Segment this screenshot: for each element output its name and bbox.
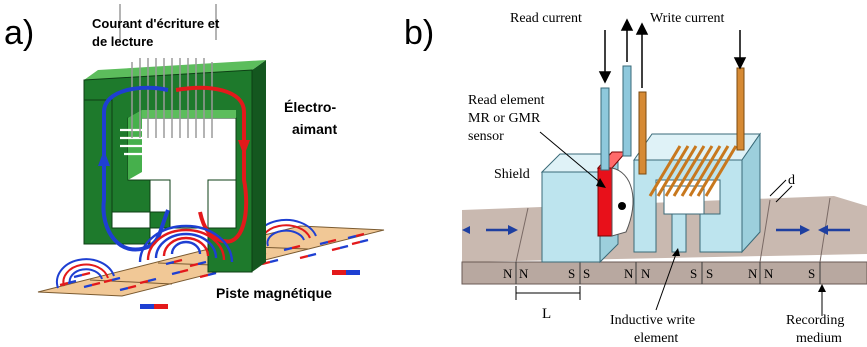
- current-arrows: [598, 18, 747, 88]
- read-lead: [600, 87, 610, 171]
- current-label-line2: de lecture: [92, 34, 153, 49]
- coil-wires: [120, 128, 232, 156]
- read-lead: [622, 65, 632, 157]
- dipole-indicator: [332, 270, 346, 275]
- read-element-leader: [539, 131, 603, 185]
- dipole-indicator: [140, 304, 154, 309]
- pole-label: S: [706, 266, 713, 281]
- electromagnet-label-line1: Électro-: [284, 99, 336, 115]
- core-top: [84, 60, 266, 80]
- track-divider: [89, 279, 173, 285]
- gap-marker: [769, 179, 793, 203]
- pole-label: N: [764, 266, 774, 281]
- magnetic-domains: [59, 232, 369, 292]
- flux-arrow-red: [238, 140, 250, 156]
- electromagnet-label-line2: aimant: [292, 121, 337, 137]
- inductive-leader: [655, 253, 677, 311]
- panel-a-letter: a): [4, 14, 34, 52]
- core-window-edge: [128, 110, 236, 118]
- write-lead: [736, 67, 745, 151]
- pole-label: S: [808, 266, 815, 281]
- panel-b-letter: b): [404, 14, 434, 52]
- medium-leader-arrow: [818, 284, 826, 292]
- write-current-label: Write current: [650, 11, 725, 26]
- recording-medium: [461, 197, 867, 285]
- read-element-leader-arrow: [596, 178, 606, 188]
- current-label-line1: Courant d'écriture et: [92, 16, 220, 31]
- pole-labels: N N S S N N S S N N S: [503, 266, 815, 281]
- flux-line-blue: [101, 85, 170, 252]
- medium-label-line1: Recording: [786, 313, 844, 328]
- flux-arrow-blue: [98, 150, 110, 166]
- coil-leads: [119, 4, 217, 138]
- pole-label: N: [641, 266, 651, 281]
- pole-label: S: [690, 266, 697, 281]
- dipole-indicator: [346, 270, 360, 275]
- read-sensor: [596, 151, 634, 237]
- magnetic-track-label: Piste magnétique: [216, 285, 332, 301]
- length-marker: [515, 286, 581, 300]
- read-current-label: Read current: [510, 11, 582, 26]
- core-left-leg: [83, 80, 151, 245]
- write-lead: [638, 91, 647, 175]
- gap-field-arcs: [138, 224, 234, 263]
- pole-label: N: [624, 266, 634, 281]
- inductive-leader-arrow: [672, 248, 680, 256]
- write-coil: [648, 145, 738, 197]
- read-element-label-line1: Read element: [468, 93, 545, 108]
- pole-label: S: [568, 266, 575, 281]
- inductive-label-line2: element: [634, 331, 678, 346]
- magnetization-arrows: [462, 225, 850, 235]
- inductive-label-line1: Inductive write: [610, 313, 695, 328]
- core-side: [252, 60, 266, 272]
- flux-line-red: [175, 85, 249, 244]
- pole-label: N: [519, 266, 529, 281]
- read-element-label-line3: sensor: [468, 129, 504, 144]
- pole-label: N: [748, 266, 758, 281]
- inductive-write-element: [633, 132, 761, 254]
- panel-b: b) N: [404, 11, 867, 346]
- pole-label: S: [583, 266, 590, 281]
- shield-label: Shield: [494, 167, 530, 182]
- length-symbol: L: [542, 306, 551, 322]
- medium-label-line2: medium: [796, 331, 842, 346]
- dipole-indicator: [154, 304, 168, 309]
- read-element-label-line2: MR or GMR: [468, 111, 541, 126]
- gap-symbol: d: [788, 173, 795, 188]
- pole-label: N: [503, 266, 513, 281]
- panel-a: a): [4, 4, 385, 309]
